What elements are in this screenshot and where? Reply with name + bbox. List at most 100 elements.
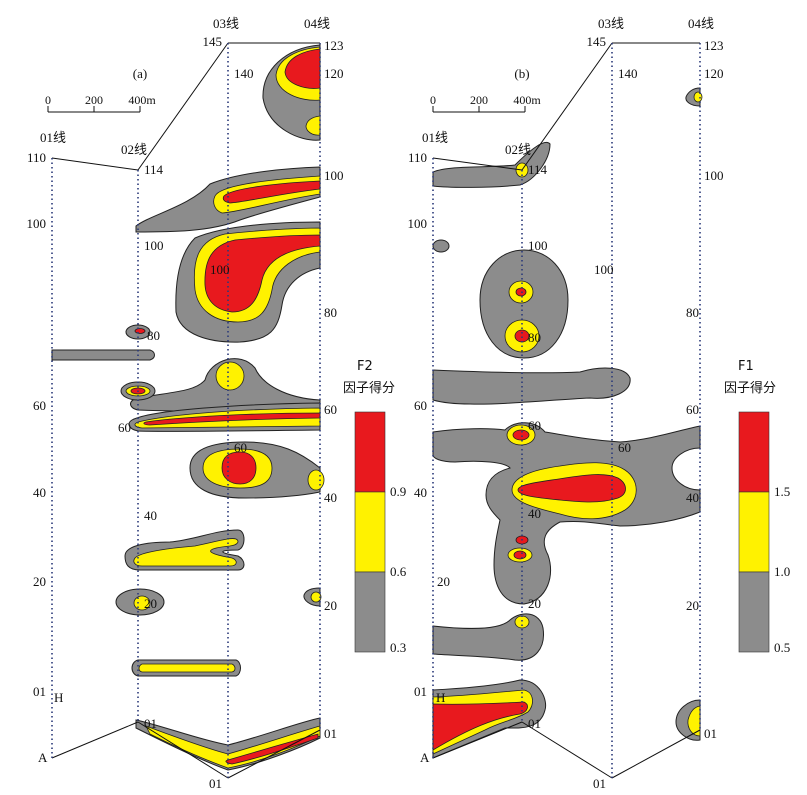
depth-label: 20 xyxy=(528,596,541,611)
depth-label: 145 xyxy=(203,34,223,49)
depth-label: 20 xyxy=(324,598,337,613)
anomaly-a-hook-y xyxy=(133,538,239,567)
corner-label-h: H xyxy=(436,690,445,705)
depth-label: 20 xyxy=(144,596,157,611)
depth-label: 100 xyxy=(144,238,164,253)
depth-label: 20 xyxy=(33,574,46,589)
depth-label: 114 xyxy=(528,162,548,177)
depth-label: 100 xyxy=(27,216,47,231)
depth-label: 110 xyxy=(408,150,427,165)
legend-title: F2 xyxy=(357,359,373,374)
anomaly-a-b100-r xyxy=(222,180,321,204)
depth-label: 100 xyxy=(210,262,230,277)
depth-label: 60 xyxy=(33,398,46,413)
depth-label: 60 xyxy=(618,440,631,455)
legend-f2: F2 因子得分 0.9 0.6 0.3 xyxy=(343,359,407,655)
corner-label-a: A xyxy=(420,750,430,765)
depth-label: 100 xyxy=(528,238,548,253)
depth-label: 20 xyxy=(686,598,699,613)
panel-a-scale-bar: 0 200 400m xyxy=(45,93,156,113)
depth-label: 60 xyxy=(414,398,427,413)
anomaly-b-15-y xyxy=(514,615,530,629)
depth-label: 40 xyxy=(144,508,157,523)
legend-tick: 1.5 xyxy=(774,484,790,499)
legend-tick: 0.5 xyxy=(774,640,790,655)
anomaly-b-bottom-r xyxy=(432,701,528,751)
depth-label: 01 xyxy=(144,716,157,731)
scale-zero: 0 xyxy=(430,93,436,107)
depth-label: 140 xyxy=(234,66,254,81)
legend-swatch-gray xyxy=(354,571,386,653)
anomaly-b-big-r xyxy=(517,474,626,503)
depth-label: 20 xyxy=(437,574,450,589)
depth-label: 100 xyxy=(704,168,724,183)
corner-label-h: H xyxy=(54,690,63,705)
anomaly-a-top-r xyxy=(284,48,321,89)
anomaly-a-band-r xyxy=(143,412,321,426)
anomaly-b-band70 xyxy=(432,367,631,405)
legend-title: F1 xyxy=(738,359,754,374)
anomaly-a-top-y2 xyxy=(305,115,321,136)
line-label-01: 01线 xyxy=(422,130,448,145)
legend-swatch-gray xyxy=(738,571,770,653)
line-label-01: 01线 xyxy=(40,130,66,145)
depth-label: 80 xyxy=(686,305,699,320)
depth-label: 60 xyxy=(686,402,699,417)
panel-a-boreholes xyxy=(51,43,321,778)
anomaly-a-45-r xyxy=(221,451,257,485)
depth-label: 40 xyxy=(33,485,46,500)
depth-label: 114 xyxy=(144,162,164,177)
legend-tick: 0.9 xyxy=(390,484,406,499)
legend-tick: 0.3 xyxy=(390,640,406,655)
depth-label: 60 xyxy=(528,418,541,433)
depth-label: 01 xyxy=(593,776,606,791)
depth-label: 145 xyxy=(587,34,607,49)
anomaly-a-bar-y xyxy=(138,663,236,673)
line-label-04: 04线 xyxy=(688,16,714,31)
anomaly-a-tongue xyxy=(51,349,155,361)
scale-mid: 200 xyxy=(85,93,103,107)
anomaly-a-big-r xyxy=(204,234,321,313)
anomaly-b-top04-y xyxy=(693,91,703,103)
depth-label: 120 xyxy=(704,66,724,81)
line-label-02: 02线 xyxy=(505,142,531,157)
depth-label: 100 xyxy=(594,262,614,277)
depth-label: 40 xyxy=(324,490,337,505)
panel-a-label: (a) xyxy=(133,66,147,81)
line-label-02: 02线 xyxy=(121,142,147,157)
panel-b: 0 200 400m (b) 01线 02线 03线 04线 110 100 6… xyxy=(408,16,791,791)
depth-label: 01 xyxy=(324,726,337,741)
anomaly-b-60-r xyxy=(512,429,530,441)
legend-swatch-red xyxy=(738,411,770,493)
depth-label: 80 xyxy=(324,305,337,320)
anomaly-a-20-04y xyxy=(310,591,322,603)
depth-label: 140 xyxy=(618,66,638,81)
anomaly-b-small-100 xyxy=(432,239,450,253)
depth-label: 100 xyxy=(408,216,428,231)
panel-a-anomalies xyxy=(51,44,325,771)
legend-swatch-yellow xyxy=(738,491,770,573)
depth-label: 123 xyxy=(324,38,344,53)
depth-label: 123 xyxy=(704,38,724,53)
legend-subtitle: 因子得分 xyxy=(724,380,776,396)
legend-tick: 0.6 xyxy=(390,564,407,579)
scale-end: 400m xyxy=(128,93,156,107)
corner-label-a: A xyxy=(38,750,48,765)
legend-subtitle: 因子得分 xyxy=(343,380,395,396)
panel-a: 0 200 400m (a) 01线 02线 03线 04线 110 100 6… xyxy=(27,16,407,791)
anomaly-b-bottom04-y xyxy=(687,705,701,737)
depth-label: 01 xyxy=(528,716,541,731)
depth-label: 120 xyxy=(324,66,344,81)
legend-tick: 1.0 xyxy=(774,564,790,579)
panel-b-scale-bar: 0 200 400m xyxy=(430,93,541,113)
depth-label: 60 xyxy=(324,402,337,417)
panel-b-frame xyxy=(432,42,701,779)
anomaly-b-egg-r1 xyxy=(515,287,527,297)
panel-b-anomalies xyxy=(432,87,703,759)
scale-end: 400m xyxy=(513,93,541,107)
anomaly-b-30-r xyxy=(513,550,527,560)
line-label-03: 03线 xyxy=(213,16,239,31)
anomaly-a-80-r xyxy=(134,328,146,334)
anomaly-a-45-y2 xyxy=(307,469,325,491)
depth-label: 60 xyxy=(118,420,131,435)
